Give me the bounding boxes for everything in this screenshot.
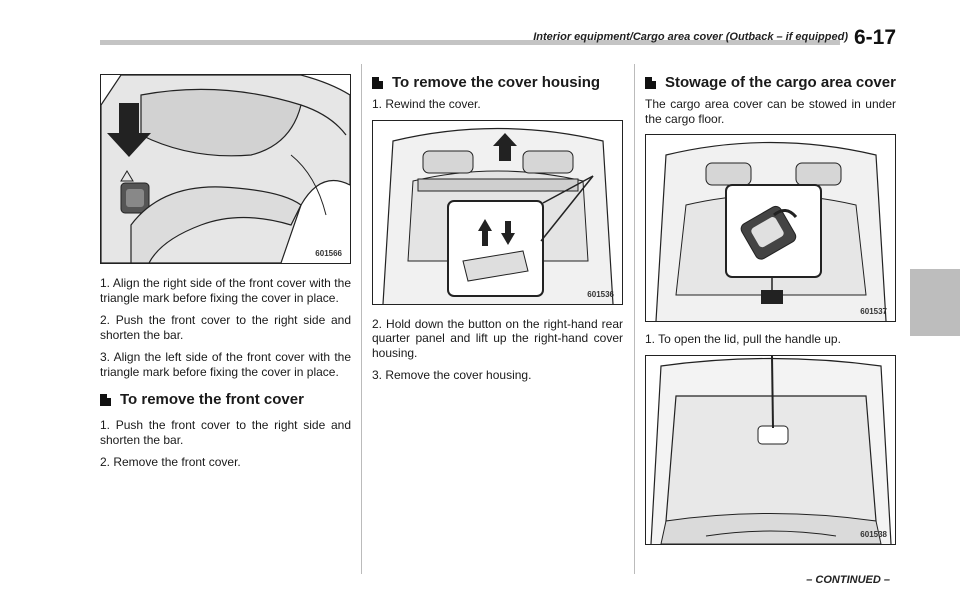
section-heading-text: Stowage of the cargo area cover [665,74,896,91]
column-3: Stowage of the cargo area cover The carg… [645,74,896,545]
step-text: 1. Rewind the cover. [372,97,481,111]
figure-cover-housing: 601536 [372,119,623,305]
column-divider [361,64,362,574]
intro-text: The cargo area cover can be stowed in un… [645,97,896,126]
step-text: 1. Push the front cover to the right sid… [100,418,351,447]
section-marker-icon [100,394,111,406]
figure-code: 601566 [315,249,342,258]
step-text: 3. Remove the cover housing. [372,368,532,382]
section-marker-icon [645,77,656,89]
section-heading: To remove the front cover [100,391,351,408]
step-text: 1. To open the lid, pull the handle up. [645,332,841,346]
chapter-thumb-tab [910,269,960,336]
cargo-housing-illustration [382,127,614,304]
section-marker-icon [372,77,383,89]
step-text: 1. Align the right side of the front cov… [100,276,351,305]
figure-open-lid: 601538 [645,354,896,545]
header-rule [100,40,840,45]
section-heading-text: To remove the cover housing [392,74,601,91]
figure-stowage: 601537 [645,134,896,322]
section-heading-text: To remove the front cover [120,391,304,408]
section-heading: Stowage of the cargo area cover [645,74,896,91]
figure-code: 601537 [860,307,887,316]
section-heading: To remove the cover housing [372,74,623,91]
continued-label: – CONTINUED – [806,574,890,586]
step-text: 2. Remove the front cover. [100,455,241,469]
figure-front-cover: 601566 [100,74,351,264]
open-lid-illustration [650,355,892,544]
step-text: 3. Align the left side of the front cove… [100,350,351,379]
column-1: 601566 1. Align the right side of the fr… [100,74,351,478]
step-text: 2. Hold down the button on the right-han… [372,316,623,360]
running-header-title: Interior equipment/Cargo area cover (Out… [533,31,848,43]
figure-code: 601538 [860,529,887,539]
page-number: 6-17 [853,26,896,49]
column-divider [634,64,635,574]
column-2: To remove the cover housing 1. Rewind th… [372,74,623,391]
step-text: 2. Push the front cover to the right sid… [100,313,351,342]
front-cover-illustration [101,75,350,263]
cargo-floor-illustration [655,141,887,321]
figure-code: 601536 [587,289,614,299]
